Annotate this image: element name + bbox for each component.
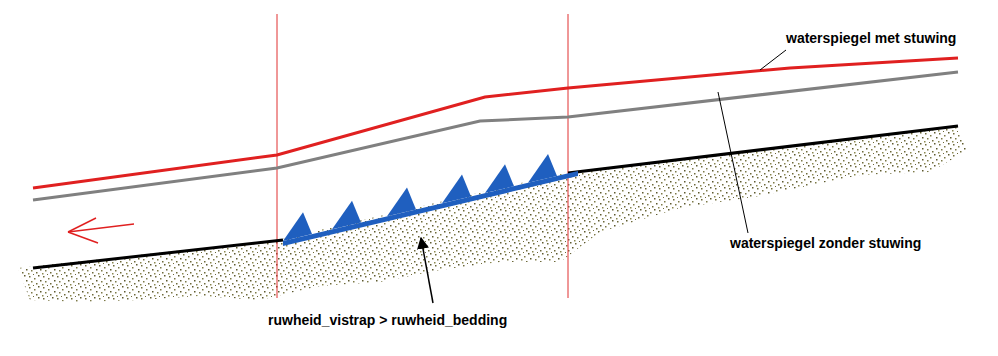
section-boundary xyxy=(568,14,569,298)
fish-ladder xyxy=(283,154,578,246)
flow-arrow xyxy=(68,218,134,243)
annotation-label: ruwheid_vistrap > ruwheid_bedding xyxy=(266,312,509,329)
leader-line xyxy=(760,50,786,70)
annotation-label: waterspiegel met stuwing xyxy=(784,30,958,47)
ladder-strip xyxy=(283,171,578,246)
river-bed xyxy=(568,126,958,173)
river-bed xyxy=(33,240,283,268)
annotation-label: waterspiegel zonder stuwing xyxy=(728,235,923,252)
pointer-arrow xyxy=(421,238,433,303)
water-surface-with-weir xyxy=(33,58,958,188)
water-surface-without-weir xyxy=(33,72,958,200)
ladder-tooth xyxy=(528,154,557,183)
ladder-tooth xyxy=(442,175,471,204)
ladder-tooth xyxy=(387,188,416,217)
soil-texture xyxy=(18,126,968,302)
ladder-tooth xyxy=(283,212,312,241)
leader-line xyxy=(718,92,748,233)
ladder-tooth xyxy=(332,201,361,230)
ladder-tooth xyxy=(485,164,514,193)
